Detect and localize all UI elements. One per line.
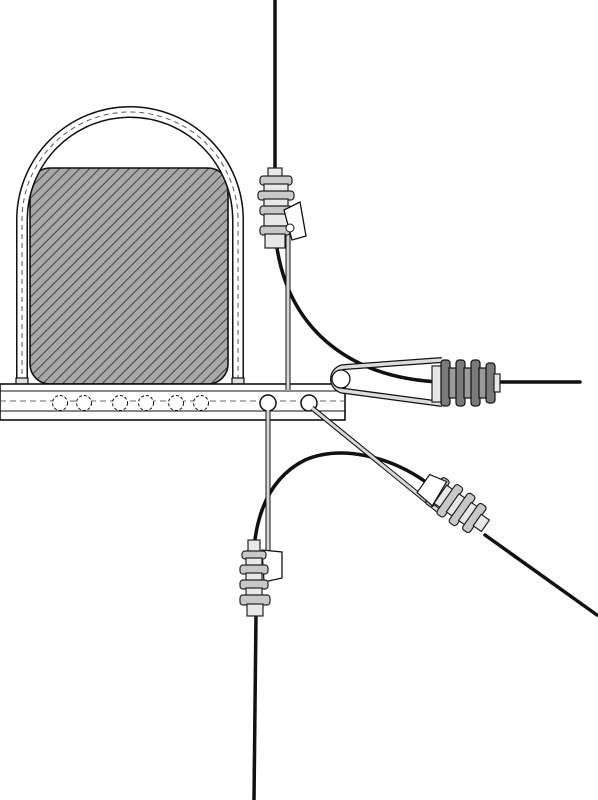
mounting-bracket (0, 383, 346, 421)
bottom-cable (252, 613, 258, 800)
right-insulator (431, 359, 501, 407)
top-insulator (257, 167, 307, 249)
pole-cross-section (29, 167, 229, 385)
lower-right-cable (483, 533, 598, 617)
bracket-hole (52, 395, 209, 411)
lower-right-cable-loop (252, 451, 432, 550)
top-cable-loop (275, 246, 442, 384)
bottom-insulator (239, 539, 283, 617)
bracket-hole-used (259, 394, 277, 412)
lower-right-insulator (416, 473, 491, 534)
right-clevis-loop (330, 357, 443, 407)
